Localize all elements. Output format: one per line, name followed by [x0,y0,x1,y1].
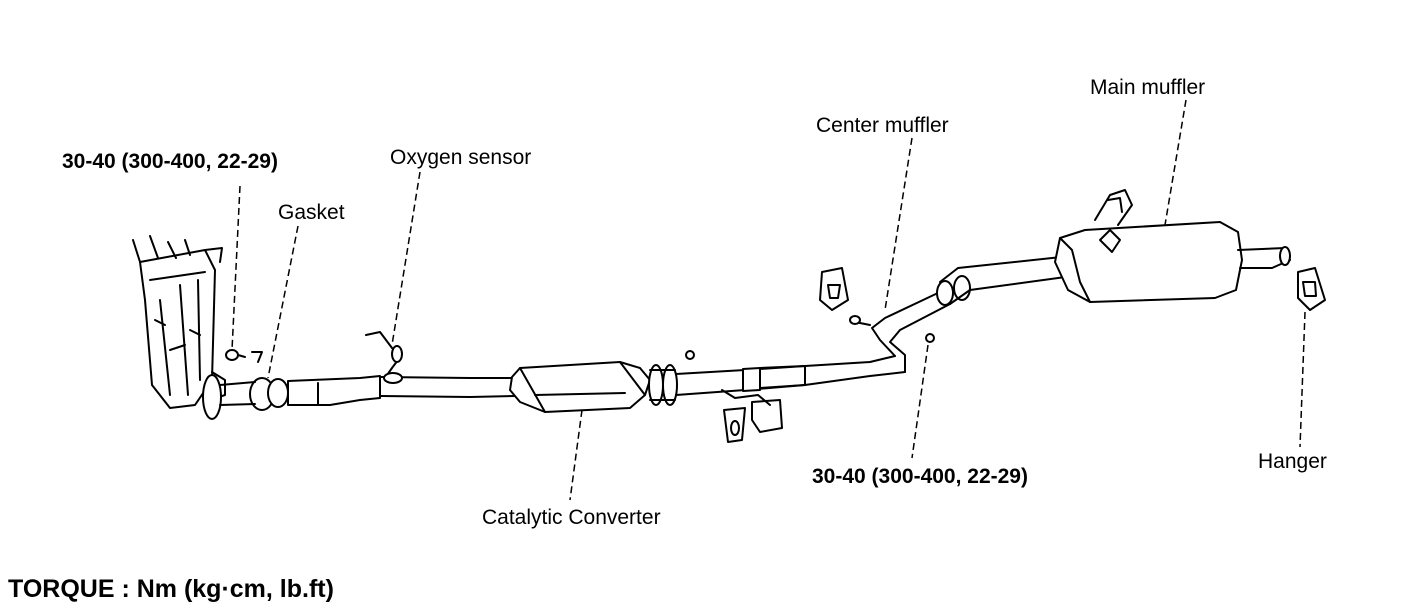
catalytic-converter [509,361,651,413]
gasket-label: Gasket [278,201,345,224]
main-muffler-label: Main muffler [1090,76,1206,99]
torque-label-left: 30-40 (300-400, 22-29) [62,150,278,173]
flange-nut-left [225,349,263,363]
converter-flange [648,350,695,406]
front-pipe [219,375,516,406]
torque-label-right: 30-40 (300-400, 22-29) [812,465,1028,488]
torque-units-footer: TORQUE : Nm (kg·cm, lb.ft) [8,575,334,603]
oxygen-sensor-label: Oxygen sensor [390,146,532,169]
main-muffler [1054,189,1291,303]
hanger-rubber-center [819,267,849,311]
leader-lines [231,99,1306,501]
center-hanger [721,389,783,443]
hanger-label: Hanger [1258,450,1327,473]
hanger-rubber-rear [1297,267,1326,311]
center-pipe [675,355,906,396]
center-muffler [849,291,951,373]
catalytic-converter-label: Catalytic Converter [482,506,661,529]
oxygen-sensor [365,331,403,384]
exhaust-manifold [132,235,226,409]
gasket [202,374,289,420]
center-muffler-label: Center muffler [816,114,949,137]
